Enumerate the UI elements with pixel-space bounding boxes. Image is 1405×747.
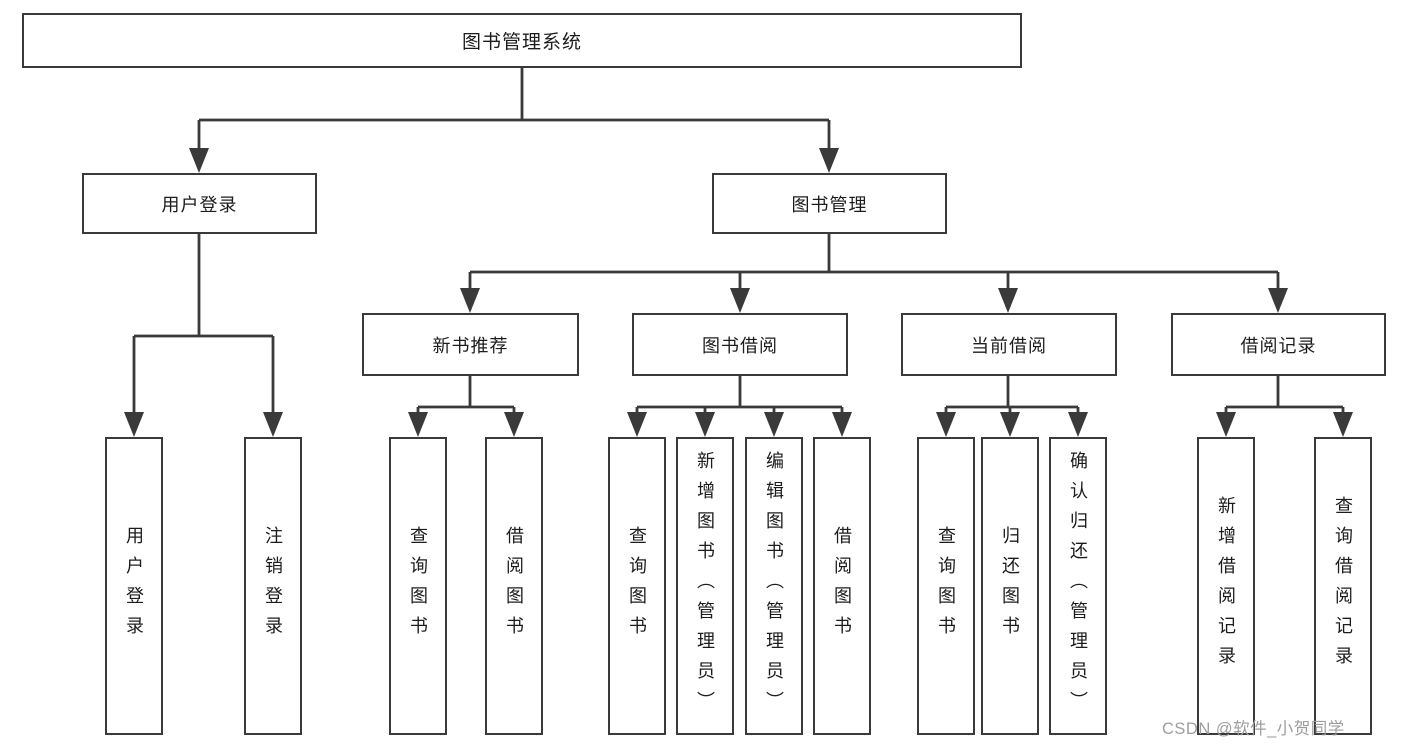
node-book-borrowing: 图书借阅 <box>632 313 848 376</box>
arrow-down <box>832 412 852 437</box>
leaf-confirm-return-admin: 确认归还（管理员） <box>1049 437 1107 735</box>
leaf-label: 借阅图书 <box>832 526 852 646</box>
arrow-down <box>408 412 428 437</box>
node-new-book-recommendation: 新书推荐 <box>362 313 579 376</box>
node-library-management-system: 图书管理系统 <box>22 13 1022 68</box>
node-borrowing-records: 借阅记录 <box>1171 313 1386 376</box>
leaf-label: 用户登录 <box>124 526 144 646</box>
leaf-borrow-books-borrowing: 借阅图书 <box>813 437 871 735</box>
connector-current-borrowing-to-leaves <box>936 376 1088 437</box>
arrow-down <box>998 288 1018 313</box>
arrow-down <box>1216 412 1236 437</box>
arrow-down <box>1268 288 1288 313</box>
leaf-label: 归还图书 <box>1000 526 1020 646</box>
leaf-label: 查询图书 <box>627 526 647 646</box>
arrow-down <box>764 412 784 437</box>
arrow-down <box>1068 412 1088 437</box>
leaf-label: 注销登录 <box>263 526 283 646</box>
connector-book-borrowing-to-leaves <box>627 376 852 437</box>
connector-root-to-level2 <box>189 68 839 173</box>
connector-book-management-to-level3 <box>460 234 1288 313</box>
arrow-down <box>504 412 524 437</box>
arrow-down <box>730 288 750 313</box>
leaf-label: 借阅图书 <box>504 526 524 646</box>
leaf-label: 确认归还（管理员） <box>1068 451 1088 721</box>
leaf-return-book: 归还图书 <box>981 437 1039 735</box>
leaf-edit-book-admin: 编辑图书（管理员） <box>745 437 803 735</box>
node-book-management: 图书管理 <box>712 173 947 234</box>
leaf-query-borrow-record: 查询借阅记录 <box>1314 437 1372 735</box>
connector-user-login-to-leaves <box>124 234 283 437</box>
arrow-down <box>936 412 956 437</box>
node-current-borrowing: 当前借阅 <box>901 313 1117 376</box>
leaf-logout: 注销登录 <box>244 437 302 735</box>
arrow-down <box>189 148 209 173</box>
arrow-down <box>460 288 480 313</box>
leaf-label: 查询借阅记录 <box>1333 496 1353 676</box>
arrow-down <box>124 412 144 437</box>
arrow-down <box>695 412 715 437</box>
leaf-label: 编辑图书（管理员） <box>764 451 784 721</box>
leaf-query-books-current: 查询图书 <box>917 437 975 735</box>
watermark-text: CSDN @软件_小贺同学 <box>1162 720 1345 738</box>
leaf-label: 新增图书（管理员） <box>695 451 715 721</box>
connector-new-book-recommendation-to-leaves <box>408 376 524 437</box>
node-user-login: 用户登录 <box>82 173 317 234</box>
leaf-user-login: 用户登录 <box>105 437 163 735</box>
arrow-down <box>1333 412 1353 437</box>
leaf-add-borrow-record: 新增借阅记录 <box>1197 437 1255 735</box>
arrow-down <box>627 412 647 437</box>
leaf-query-books-recommend: 查询图书 <box>389 437 447 735</box>
arrow-down <box>1000 412 1020 437</box>
arrow-down <box>263 412 283 437</box>
arrow-down <box>819 148 839 173</box>
leaf-query-books-borrowing: 查询图书 <box>608 437 666 735</box>
leaf-borrow-books-recommend: 借阅图书 <box>485 437 543 735</box>
leaf-add-book-admin: 新增图书（管理员） <box>676 437 734 735</box>
leaf-label: 新增借阅记录 <box>1216 496 1236 676</box>
leaf-label: 查询图书 <box>936 526 956 646</box>
connector-borrowing-records-to-leaves <box>1216 376 1353 437</box>
leaf-label: 查询图书 <box>408 526 428 646</box>
